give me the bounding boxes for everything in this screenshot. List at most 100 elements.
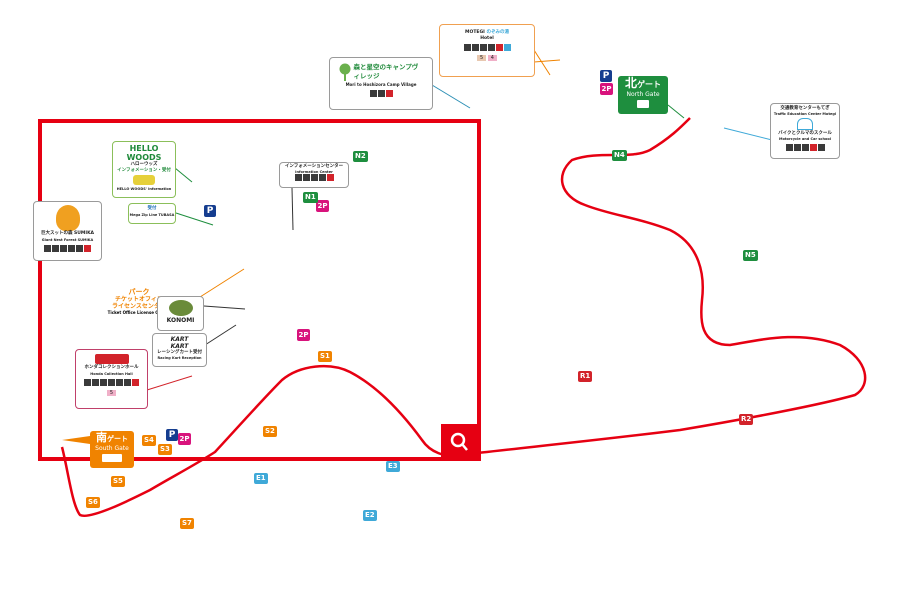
aed-icon [84,245,91,252]
information-center-card[interactable]: インフォメーションセンター Information Center [279,162,349,188]
south-gate-en: South Gate [95,445,129,452]
marker-s6[interactable]: S6 [86,497,100,508]
marker-s7[interactable]: S7 [180,518,194,529]
south-gate-pointer [62,436,90,444]
traffic-school-card[interactable]: 交通教育センターもてぎ Traffic Education Center Mot… [770,103,840,159]
kart-en: Racing Kart Reception [157,356,202,360]
camp-icons [369,90,393,97]
school-icon [797,118,813,130]
hello-woods-en: HELLO WOODS' Information [116,187,172,191]
hello-woods-ja1: ハローウッズ [130,162,158,167]
search-button[interactable] [441,424,479,459]
zip-line-en: Mega Zip Line TUBASA [129,213,175,217]
smoking-icon [817,144,825,151]
accessible-icon [92,379,99,386]
sumika-card[interactable]: 巨大スットの森 SUMIKA Giant Nest Forest SUMIKA [33,201,102,261]
marker-s4[interactable]: S4 [142,435,156,446]
restroom-icon [369,90,377,97]
honda-en: Honda Collection Hall [90,372,133,376]
restroom-icon [84,379,91,386]
parking-south[interactable]: P [166,429,178,441]
marker-e1[interactable]: E1 [254,473,268,484]
traffic-ja1: 交通教育センターもてぎ [780,106,830,111]
accessible-icon [793,144,801,151]
sumika-en: Giant Nest Forest SUMIKA [41,238,94,242]
marker-n5[interactable]: N5 [743,250,758,261]
honda-icons [84,379,139,386]
south-gate-sign[interactable]: 南ゲート South Gate [90,431,134,468]
konomi-card[interactable]: KONOMI [157,296,204,331]
camp-card[interactable]: 森と星空のキャンプヴィレッジ Mori to Hoshizora Camp Vi… [329,57,433,110]
two-wheel-parking-north[interactable]: 2P [600,83,613,95]
park-ticket-office-label[interactable]: パーク チケットオフィス ライセンスセンター Ticket Office Lic… [75,289,203,323]
north-gate-sign[interactable]: 北ゲート North Gate [618,76,668,114]
honda-collection-card[interactable]: ホンダコレクションホール Honda Collection Hall 5 [75,349,148,409]
hotel-card[interactable]: MOTEGI のぞみの湯 Hotel 5 4 [439,24,535,77]
marker-n1[interactable]: N1 [303,192,318,203]
marker-e3[interactable]: E3 [386,461,400,472]
kart-logo-2: KART [170,343,189,350]
honda-collection-logo-icon [94,354,129,364]
restroom-icon [294,174,302,181]
hello-woods-logo: HELLO WOODS [126,144,162,162]
sumika-icons [44,245,91,252]
two-wheel-parking-info[interactable]: 2P [316,200,329,212]
parking-west[interactable]: P [204,205,216,217]
park-ja2: チケットオフィス [115,296,163,303]
marker-s1[interactable]: S1 [318,351,332,362]
honda-ja: ホンダコレクションホール [84,365,139,370]
phone-icon [487,44,495,51]
marker-n4[interactable]: N4 [612,150,627,161]
marker-s5[interactable]: S5 [111,476,125,487]
park-en: Ticket Office License Center [107,310,171,315]
two-wheel-parking-south[interactable]: 2P [178,433,191,445]
aed-icon [495,44,503,51]
north-gate-kana: ゲート [637,80,661,89]
hotel-badge-2: 4 [487,55,497,61]
aed-icon [326,174,334,181]
aed-icon [132,379,139,386]
drink-icon [318,174,326,181]
marker-s3[interactable]: S3 [158,444,172,455]
drink-icon [801,144,809,151]
accessible-icon [302,174,310,181]
shop-icon [124,379,131,386]
park-ja1: パーク [128,288,150,296]
shower-icon [377,90,385,97]
konomi-label: KONOMI [166,317,195,324]
area-frame [38,119,481,461]
sumika-nest-icon [55,205,80,231]
restroom-icon [463,44,471,51]
aed-icon [385,90,393,97]
restroom-icon [785,144,793,151]
zip-line-logo: 受付 [147,206,157,211]
two-wheel-parking-center[interactable]: 2P [297,329,310,341]
park-ja3: ライセンスセンター [112,303,166,310]
search-icon [450,432,466,448]
south-gate-kanji: 南 [96,431,107,444]
drink-icon [60,245,67,252]
south-gate-kana: ゲート [107,435,128,443]
hello-woods-card[interactable]: HELLO WOODS ハローウッズ インフォメーション・受付 HELLO WO… [112,141,176,198]
accessible-icon [471,44,479,51]
accessible-icon [52,245,59,252]
traffic-icons [785,144,825,151]
hotel-badge-1: 5 [477,55,487,61]
accessible-toilet-icon [100,379,107,386]
kart-reception-card[interactable]: KART KART レーシングカート受付 Racing Kart Recepti… [152,333,207,367]
traffic-en1: Traffic Education Center Motegi [773,112,837,116]
zip-line-card[interactable]: 受付 Mega Zip Line TUBASA [128,203,176,224]
phone-icon [68,245,75,252]
marker-e2[interactable]: E2 [363,510,377,521]
camp-name-ja: 森と星空のキャンプヴィレッジ [353,63,419,80]
marker-s2[interactable]: S2 [263,426,277,437]
konomi-logo-icon [168,300,193,316]
smoking-icon [503,44,511,51]
marker-r1[interactable]: R1 [578,371,593,382]
marker-n2[interactable]: N2 [353,151,368,162]
parking-north[interactable]: P [600,70,612,82]
kart-ja: レーシングカート受付 [157,350,202,355]
marker-r2[interactable]: R2 [739,414,754,425]
food-icon [76,245,83,252]
hotel-brand2: のぞみの湯 [486,30,509,35]
